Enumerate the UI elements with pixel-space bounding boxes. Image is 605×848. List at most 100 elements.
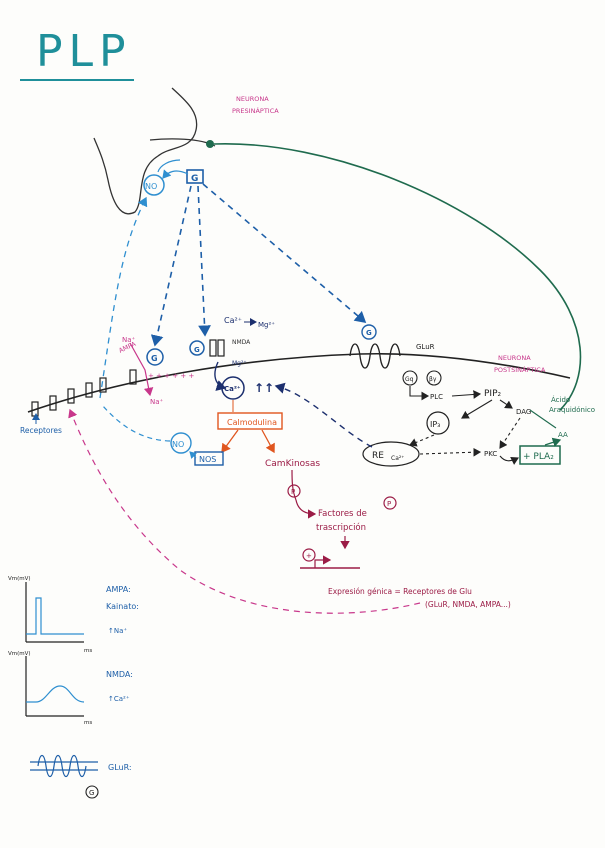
presynaptic-aa-target <box>206 140 214 148</box>
presynaptic-terminal-edge <box>149 138 216 147</box>
transcription-start-arrow <box>314 555 332 568</box>
depolarization-signs: + + + + + + <box>148 372 194 380</box>
pla2-to-aa-arrow <box>544 437 562 447</box>
ampa-g-label: G <box>151 354 158 363</box>
camkinases-label: CamKinosas <box>265 459 320 469</box>
g-to-no-arrow <box>162 169 189 179</box>
page-title: PLP <box>36 26 132 77</box>
ampa-response-graph <box>25 582 84 643</box>
gene-promoter-label: + <box>306 552 312 560</box>
postsynaptic-label-1: NEURONA <box>498 354 531 362</box>
intracellular-ca-label: Ca²⁺ <box>224 385 241 393</box>
postsynaptic-no-circle <box>170 432 192 454</box>
graph1-text-2: Kainato: <box>106 602 139 611</box>
camk-phospho-circle <box>287 484 301 498</box>
nmda-channel-left <box>209 339 217 357</box>
presynaptic-no-circle <box>143 174 165 196</box>
postsynaptic-membrane <box>27 352 571 413</box>
dag-to-pkc-arrow <box>499 417 521 449</box>
expression-label-1: Expresión génica = Receptores de Glu <box>328 587 472 596</box>
re-label: RE <box>372 451 384 461</box>
pip2-label: PIP₂ <box>484 389 502 399</box>
nos-label: NOS <box>199 455 216 464</box>
plc-to-pip2-arrow <box>451 390 482 399</box>
presynaptic-label-1: NEURONA <box>236 95 269 103</box>
g-to-ampa-arrow <box>150 185 192 347</box>
graph2-text-1: NMDA: <box>106 670 133 679</box>
calmodulin-to-camk-arrow <box>261 429 275 454</box>
pla2-label: + PLA₂ <box>523 452 554 462</box>
ip3-label: IP₃ <box>430 420 440 429</box>
nmda-label: NMDA <box>232 339 251 346</box>
graph1-text-1: AMPA: <box>106 585 131 594</box>
pip2-to-ip3-arrow <box>461 399 493 419</box>
presynaptic-no-label: NO <box>145 182 157 191</box>
factors-label-2: trascripción <box>316 522 366 533</box>
presynaptic-label-2: PRESINÁPTICA <box>232 106 279 115</box>
g-to-nmda-arrow <box>197 185 211 337</box>
expression-label-2: (GLuR, NMDA, AMPA...) <box>425 600 511 609</box>
graph1-xlabel: ms <box>84 648 92 654</box>
graph2-xlabel: ms <box>84 720 92 726</box>
presynaptic-g-label: G <box>191 174 198 184</box>
plc-label: PLC <box>430 393 443 401</box>
graph2-ylabel: Vm(mV) <box>8 651 31 657</box>
factors-phospho-circle <box>383 496 397 510</box>
graph1-text-3: ↑Na⁺ <box>108 627 127 635</box>
g-to-glur-arrow <box>202 183 367 324</box>
receptors-label: Receptores <box>20 426 62 435</box>
dag-label: DAG <box>516 408 531 416</box>
graph2-text-2: ↑Ca²⁺ <box>108 695 130 703</box>
factors-label-1: Factores de <box>318 509 367 519</box>
nmda-g-label: G <box>194 346 200 354</box>
gbg-label: βγ <box>429 376 437 383</box>
arachidonic-acid-retrograde-path <box>213 143 582 411</box>
calmodulin-to-nos-arrow <box>221 429 239 454</box>
calmodulin-label: Calmodulina <box>227 418 277 427</box>
nmda-response-graph <box>25 656 85 717</box>
pkc-label: PKC <box>484 450 497 458</box>
glur-label: GLuR <box>416 343 435 351</box>
nos-to-no-arrow <box>189 451 198 460</box>
ca-out-label: Ca²⁺ <box>224 316 242 325</box>
nmda-channel-right <box>217 339 225 357</box>
nmda-g-circle <box>189 340 205 356</box>
intracellular-ca-circle <box>221 376 245 400</box>
na-influx-arrow <box>129 342 154 397</box>
re-ca-label: Ca²⁺ <box>391 455 404 462</box>
ca-increase-arrows: ↑↑ <box>254 381 274 395</box>
postsynaptic-no-label: NO <box>172 440 184 449</box>
membrane-receptors <box>31 369 137 417</box>
endoplasmic-reticulum <box>362 441 420 467</box>
no-diffusion-path <box>101 404 171 442</box>
factors-phospho-label: P <box>387 500 391 508</box>
re-to-pkc-arrow <box>419 447 482 457</box>
mg-in-label: Mg²⁺ <box>232 360 247 367</box>
no-retrograde-arrow <box>99 196 148 399</box>
glur-symbol <box>30 754 99 799</box>
presynaptic-membrane <box>93 87 198 215</box>
gbg-circle <box>426 370 442 386</box>
dag-to-aa-line <box>529 409 557 429</box>
glur-g-label: G <box>366 329 372 337</box>
acid-label-2: Araquidónico <box>549 406 595 414</box>
pkc-to-pla2-arrow <box>499 455 519 465</box>
acid-label-1: Ácido <box>551 395 570 404</box>
ampa-g-circle <box>146 348 164 366</box>
gene-promoter-circle <box>302 548 316 562</box>
pip2-to-dag-arrow <box>499 399 513 409</box>
na-in-label: Na⁺ <box>122 336 136 344</box>
gq-label: Gq <box>405 376 414 383</box>
glur-g-circle <box>361 324 377 340</box>
mg-out-label: Mg²⁺ <box>258 321 275 329</box>
pla2-box <box>519 445 561 465</box>
camk-phospho-label: P <box>291 488 295 496</box>
graph3-text: GLuR: <box>108 763 132 772</box>
gq-circle <box>402 370 418 386</box>
presynaptic-g-protein <box>186 169 204 184</box>
postsynaptic-label-2: POSTSINÁPTICA <box>494 365 546 374</box>
re-ca-release-arrow <box>274 382 373 448</box>
calmodulin-box <box>217 412 283 430</box>
graph1-ylabel: Vm(mV) <box>8 576 31 582</box>
